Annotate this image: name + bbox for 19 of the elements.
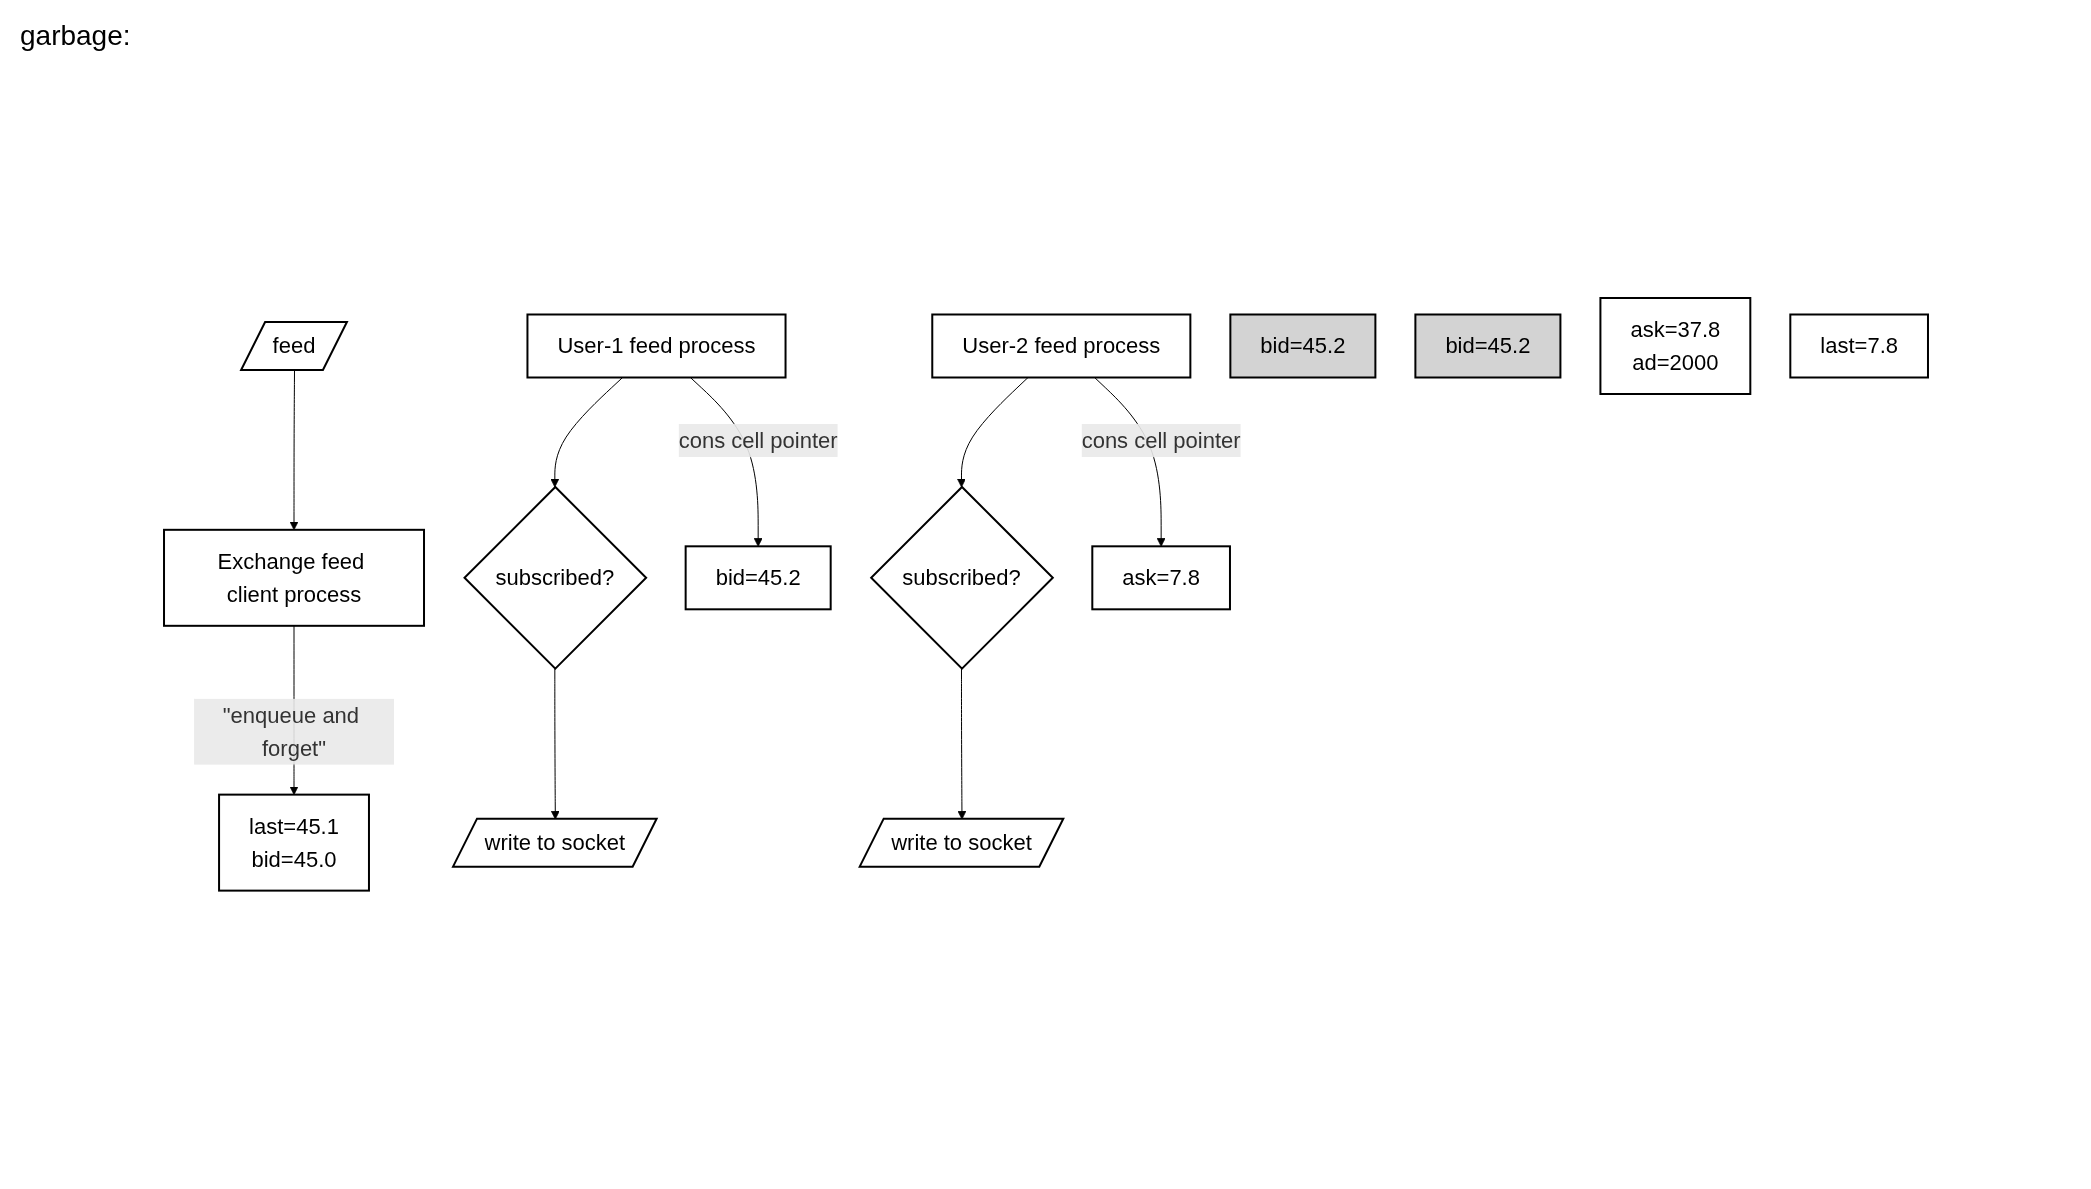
node-box: bid=45.2 (1228, 313, 1376, 379)
node-box: last=7.8 (1788, 313, 1929, 379)
edge-label: "enqueue and forget" (222, 702, 359, 761)
node-diamond: subscribed? (462, 485, 648, 671)
node-box: bid=45.2 (1413, 313, 1561, 379)
arrow (956, 377, 1029, 488)
node-diamond: subscribed? (869, 485, 1054, 671)
node-box: ask=7.8 (1090, 545, 1231, 611)
node-box: bid=45.2 (684, 545, 832, 611)
node-box: Exchange feed client process (162, 529, 425, 627)
arrow (289, 370, 298, 531)
node-box: User-2 feed process (930, 313, 1191, 379)
node-box: User-1 feed process (525, 313, 787, 379)
edge-label: cons cell pointer (1081, 428, 1241, 454)
node-box: last=45.1 bid=45.0 (217, 793, 370, 892)
edge-label: cons cell pointer (678, 428, 838, 454)
note-text: garbage: (20, 20, 131, 52)
node-box: ask=37.8 ad=2000 (1598, 297, 1751, 396)
arrow (549, 377, 623, 488)
